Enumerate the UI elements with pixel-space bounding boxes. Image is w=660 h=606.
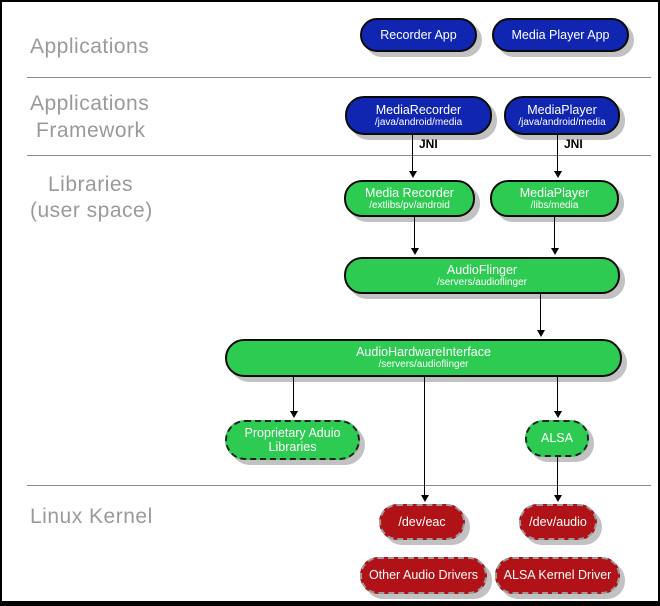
node-dev-audio: /dev/audio [519,504,597,540]
node-other-audio-drivers: Other Audio Drivers [360,557,487,594]
section-label-framework-line1: Applications [30,92,150,115]
node-subtitle: /servers/audioflinger [436,276,528,288]
arrow-audioflinger-to-ahi [536,294,545,337]
node-title: Recorder App [380,27,457,42]
node-title: ALSA [541,431,573,446]
arrow-mediarecorder-to-audioflinger [410,217,419,255]
node-title: Other Audio Drivers [368,568,479,583]
node-title: MediaPlayer [519,185,590,200]
arrow-ahi-to-proprietary [289,377,298,418]
node-title: Media Recorder [365,185,454,200]
node-recorder-app: Recorder App [360,18,477,52]
node-dev-eac: /dev/eac [379,504,465,540]
node-alsa-kernel-driver: ALSA Kernel Driver [495,557,620,594]
node-subtitle: /libs/media [530,199,579,211]
node-audioflinger: AudioFlinger /servers/audioflinger [344,257,620,294]
node-proprietary-audio-libraries: Proprietary Aduio Libraries [225,420,360,460]
node-title: ALSA Kernel Driver [503,568,612,583]
arrow-ahi-to-dev-eac [420,377,429,502]
node-mediaplayer-framework: MediaPlayer /java/android/media [504,96,620,135]
node-title: MediaRecorder [375,102,462,117]
node-mediarecorder-framework: MediaRecorder /java/android/media [345,96,492,135]
divider-framework-libraries [27,155,651,156]
node-subtitle: /extlibs/pv/android [369,199,450,211]
node-mediaplayer-lib: MediaPlayer /libs/media [490,180,619,217]
node-subtitle: /java/android/media [518,116,606,128]
node-title: AudioFlinger [446,262,518,277]
section-label-libraries-line1: Libraries [48,173,134,196]
section-label-applications: Applications [30,35,150,58]
divider-applications-framework [27,77,651,78]
divider-libraries-kernel [27,485,651,486]
node-title: /dev/audio [529,514,587,529]
arrow-mediarecorder-jni [408,135,417,178]
arrow-alsa-to-dev-audio [553,457,562,502]
node-alsa: ALSA [525,420,589,457]
arrow-ahi-to-alsa [553,377,562,418]
node-subtitle: /java/android/media [374,116,463,128]
section-label-libraries-line2: (user space) [30,199,153,222]
node-subtitle: /servers/audioflinger [378,359,469,371]
arrow-mediaplayer-jni [553,135,562,178]
arrow-mediaplayer-to-audioflinger [550,217,559,255]
section-label-framework-line2: Framework [36,119,146,142]
node-title: /dev/eac [398,514,446,529]
jni-label-right: JNI [564,137,583,151]
node-title: MediaPlayer [527,102,597,117]
node-media-player-app: Media Player App [492,18,629,52]
node-title: Media Player App [511,27,610,42]
jni-label-left: JNI [419,137,438,151]
node-title: Proprietary Aduio Libraries [244,425,341,454]
section-label-linux-kernel: Linux Kernel [30,505,153,528]
node-audiohardwareinterface: AudioHardwareInterface /servers/audiofli… [225,339,622,377]
node-title: AudioHardwareInterface [356,345,491,360]
node-media-recorder-lib: Media Recorder /extlibs/pv/android [344,180,475,217]
